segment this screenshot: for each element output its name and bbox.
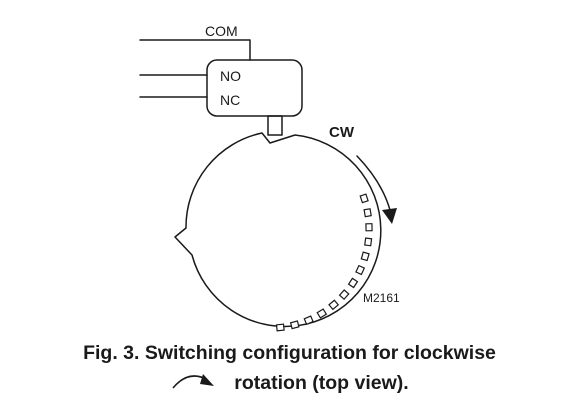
- cam-detent-teeth: [275, 193, 373, 332]
- cam-tooth: [364, 237, 373, 247]
- cam-tooth: [338, 289, 350, 301]
- terminal-com-label: COM: [205, 23, 238, 39]
- cam-tooth: [359, 193, 369, 204]
- cam-tooth: [328, 299, 340, 311]
- cam-tooth: [363, 208, 372, 218]
- cam-tooth: [275, 323, 285, 332]
- cam-tooth: [289, 320, 300, 330]
- cam-disc: [174, 132, 382, 328]
- cam-tooth: [347, 277, 359, 289]
- figure-caption-line1: Fig. 3. Switching configuration for cloc…: [83, 342, 496, 364]
- figure-caption-line2: rotation (top view).: [0, 369, 579, 395]
- terminal-no-label: NO: [220, 68, 241, 84]
- curved-arrow-icon: [172, 374, 215, 389]
- cw-arrow-arc: [356, 155, 391, 211]
- figure-caption-line2-text: rotation (top view).: [234, 372, 409, 394]
- drawing-id-label: M2161: [363, 291, 400, 305]
- switch-body: [206, 59, 303, 117]
- cam-tooth: [365, 223, 373, 232]
- com-wire: [139, 39, 251, 61]
- cam-tooth: [355, 264, 366, 276]
- terminal-nc-label: NC: [220, 92, 240, 108]
- cam-tooth: [303, 315, 314, 326]
- cam-tooth: [316, 308, 328, 319]
- clockwise-arrow-icon: [382, 208, 397, 224]
- switch-plunger: [267, 115, 283, 136]
- cam-tooth: [360, 251, 370, 262]
- rotation-direction-label: CW: [329, 124, 355, 141]
